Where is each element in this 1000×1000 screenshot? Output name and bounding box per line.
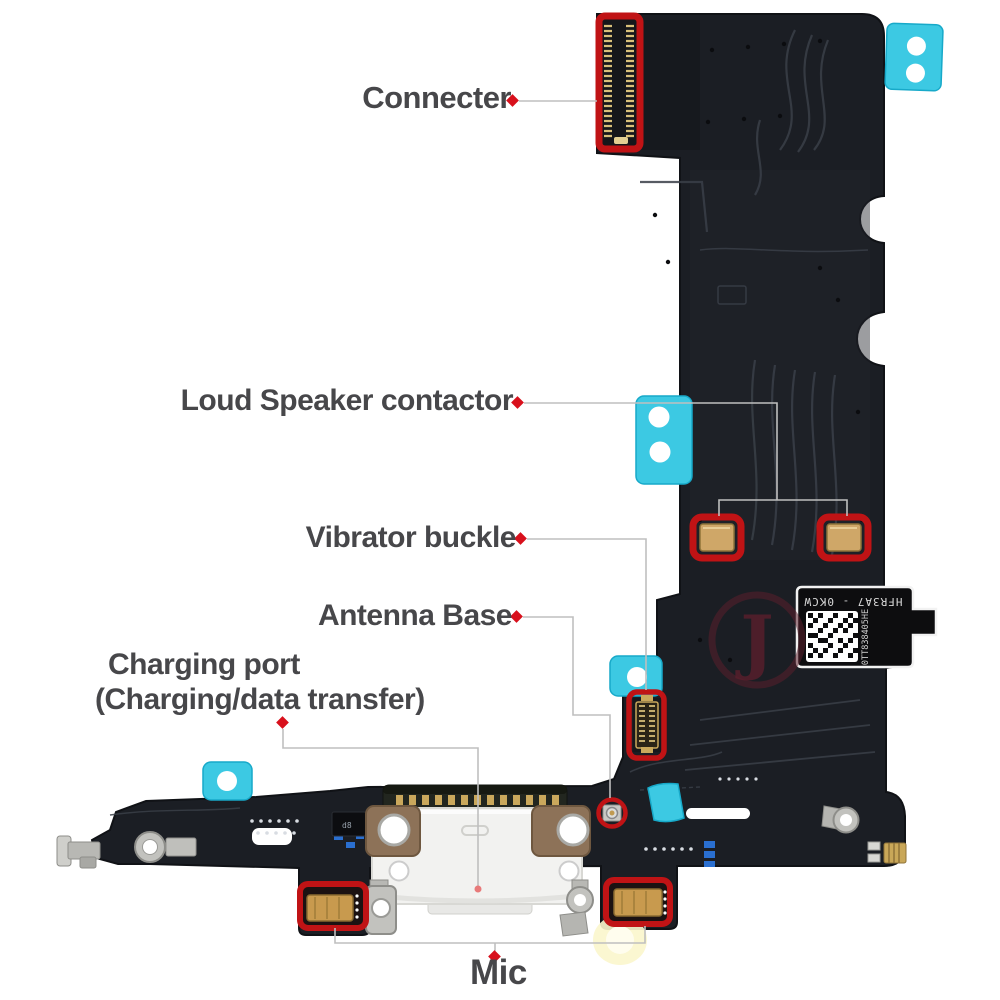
leader-antenna [523,616,611,798]
label-antenna-base: Antenna Base [317,599,513,632]
label-charging-port-line2: (Charging/data transfer) [95,683,425,716]
leader-vibrator [527,538,647,690]
sticker-serial: 0TT838405HE [861,609,871,665]
tape-bottom-left [202,761,253,801]
flex-outline [90,13,936,936]
label-charging-port-line1: Charging port [108,648,300,681]
mic-highlight-box-right [603,877,673,927]
connector-pins [604,24,634,144]
antenna-highlight-circle [596,797,628,829]
strip-slot [686,808,750,819]
leader-charging-port [282,729,479,886]
vibrator-connector [626,689,667,761]
label-connecter: Connecter [362,80,511,115]
right-arm-end [821,805,907,864]
screw-ring [134,831,166,863]
metal-plate [165,837,197,857]
mic-bracket-right [559,879,594,937]
barcode-sticker: HFR3A7 - 0KCW 0TT838405HE [795,585,938,669]
mic-bracket-left [365,879,397,935]
svg-text:d8: d8 [342,821,352,830]
mic-highlight-box-left [297,881,369,931]
port-hole-right [558,860,580,882]
sticker-part-number: HFR3A7 - 0KCW [803,595,902,608]
label-mic: Mic [470,953,527,992]
sticker-qr-code [806,611,858,662]
mic-right [603,877,673,927]
port-bracket-right [531,805,591,857]
tape-near-port [647,782,685,823]
vibrator-highlight-box [626,689,667,761]
antenna-socket [596,797,628,829]
connector-highlight-box [595,12,644,153]
leader-loudspeaker [524,402,848,516]
board-connector [595,12,644,153]
pad-highlight-box-right [816,513,872,562]
loudspeaker-pads [689,513,872,562]
svg-text:J: J [734,600,773,683]
left-antenna-contact [56,835,101,869]
j-watermark: J [708,591,806,689]
solder-dots [250,777,758,851]
port-hole-left [388,860,410,882]
tape-top-right [884,22,944,92]
label-loud-speaker-contactor: Loud Speaker contactor [180,384,514,417]
adhesive-tapes [202,22,944,823]
tape-mid-left [635,395,693,485]
port-latch-slot [461,825,489,836]
pad-highlight-box-left [689,513,745,562]
leader-mic [334,926,646,951]
label-vibrator-buckle: Vibrator buckle [305,521,517,554]
strip-notch [252,828,292,845]
tape-above-vibrator [609,655,663,697]
charging-port-assembly [365,784,591,915]
leader-lines [282,100,848,951]
yellow-watermark-blob [593,915,647,965]
mic-left [297,881,369,931]
port-bracket-left [365,805,421,857]
